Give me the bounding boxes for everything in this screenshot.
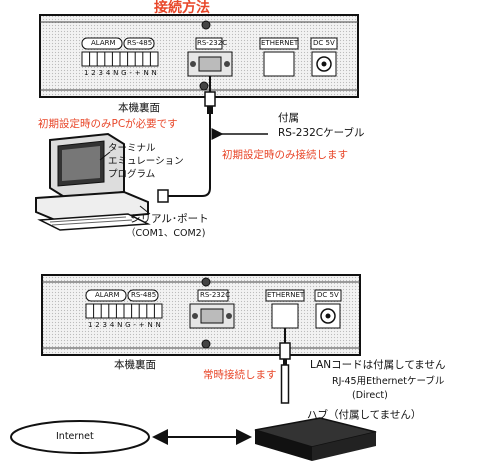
ethernet-cable [279,328,291,404]
ethernet-label-box [265,289,305,302]
terminal-numbers: 1 2 3 4 N G - + N N [84,69,158,77]
screw-icon [201,339,211,349]
screw-icon [201,277,211,287]
program-pointer-line [99,151,111,161]
ethernet-port [263,51,295,77]
device-rear-panel-top [39,14,359,98]
dc-jack [315,303,341,329]
dc-label: DC 5V [313,39,335,47]
alarm-label-box [85,289,127,302]
alarm-label: ALARM [95,291,120,299]
rs232c-cable [157,76,216,203]
cable-name-label: RS-232Cケーブル [278,127,365,139]
internet-label: Internet [56,431,94,442]
device-rear-panel-bottom [41,274,361,356]
serial-port-label: シリアル･ポート [130,213,209,225]
screw-icon [201,20,211,30]
lan-not-included-label: LANコードは付属してません [310,359,446,371]
cable-direct-label: (Direct) [352,390,388,401]
pc-note: 初期設定時のみPCが必要です [38,118,178,130]
screw-icon [199,81,209,91]
rs485-label-box [123,37,155,50]
terminal-numbers: 1 2 3 4 N G - + N N [88,321,162,329]
dc-jack [311,51,337,77]
ethernet-port [271,303,299,329]
terminal-program-line-3: プログラム [108,169,156,180]
rs232c-label: RS-232C [197,39,228,47]
rs232c-label: RS-232C [200,291,231,299]
cable-supplied-label: 付属 [278,112,299,124]
terminal-block [81,51,159,67]
com-ports-label: （COM1、COM2) [126,228,206,239]
alarm-label-box [81,37,123,50]
rs232c-label-box [195,37,223,50]
dc-label-box [314,289,342,302]
terminal-block [85,303,163,319]
rs485-label-box [127,289,159,302]
rs232c-label-box [197,289,229,302]
cable-type-label: RJ-45用Ethernetケーブル [332,376,445,387]
ethernet-label: ETHERNET [261,39,299,47]
terminal-program-line-1: ターミナル [108,143,156,154]
rs485-label: RS-485 [127,39,153,47]
alarm-label: ALARM [91,39,116,47]
ethernet-label-box [259,37,299,50]
cable-note: 初期設定時のみ接続します [222,149,348,161]
dc-label-box [310,37,338,50]
rear-label-bottom: 本機裏面 [114,359,156,371]
rs232c-port [189,303,235,329]
rs232c-port [187,51,233,77]
pc-illustration [35,132,151,231]
page-title: 接続方法 [154,0,210,16]
always-connected-note: 常時接続します [203,369,277,381]
hub-label: ハブ（付属してません） [307,409,422,421]
dc-label: DC 5V [317,291,339,299]
rs485-label: RS-485 [131,291,157,299]
serial-port-pointer-line [139,205,151,215]
hub-illustration [254,417,377,461]
terminal-program-line-2: エミュレーション [108,156,184,167]
rear-label-top: 本機裏面 [118,102,160,114]
ethernet-label: ETHERNET [267,291,305,299]
internet-cloud [10,420,150,454]
